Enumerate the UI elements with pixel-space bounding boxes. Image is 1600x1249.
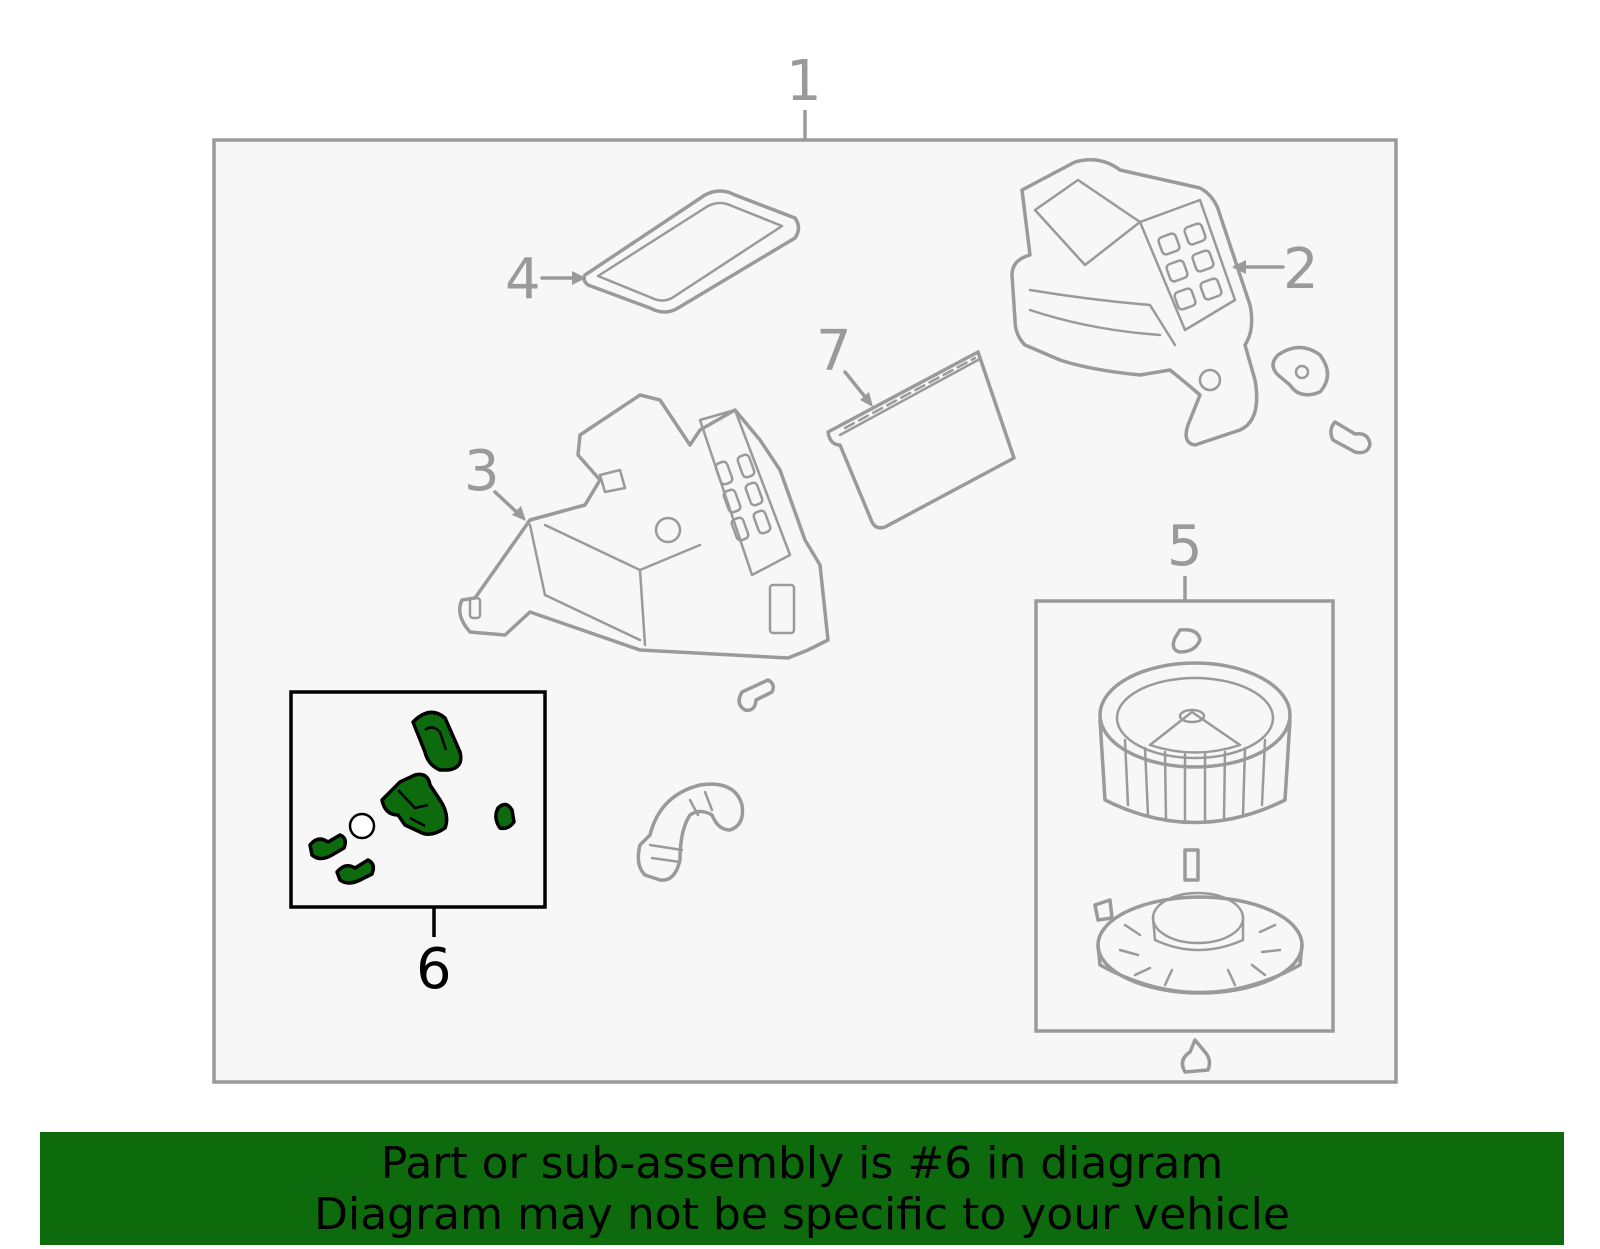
screw-upper-right: [1329, 420, 1372, 455]
assembly-frame: [212, 138, 1398, 1084]
callout-1: 1: [786, 49, 822, 114]
callout-4: 4: [505, 247, 541, 312]
part-7-filter: [826, 350, 1016, 530]
part-3-blower-case: [458, 393, 830, 660]
banner-line-1: Part or sub-assembly is #6 in diagram: [380, 1138, 1224, 1189]
callout-3: 3: [464, 439, 500, 504]
part-4-gasket: [582, 189, 801, 314]
callout-2-arrow: [1232, 260, 1246, 274]
callout-2: 2: [1283, 237, 1319, 302]
banner-line-2: Diagram may not be specific to your vehi…: [314, 1189, 1290, 1240]
callout-7-arrow: [860, 392, 873, 407]
callout-6: 6: [416, 937, 452, 1002]
part-5-blower-wheel: [1098, 627, 1292, 825]
callout-3-arrow: [512, 506, 526, 521]
part-5-blower-motor: [1093, 848, 1304, 995]
screw-lower-middle: [737, 678, 776, 713]
drain-hose: [636, 782, 745, 882]
part-5-clip: [1180, 1038, 1212, 1074]
part-2-upper-case: [1010, 158, 1259, 447]
info-banner: Part or sub-assembly is #6 in diagram Di…: [40, 1132, 1564, 1245]
callout-7: 7: [816, 319, 852, 384]
callout-5: 5: [1167, 514, 1203, 579]
part-6-components: [308, 710, 516, 885]
part-2-bracket: [1271, 345, 1330, 397]
part-6-frame: [289, 690, 547, 909]
callout-4-arrow: [572, 271, 586, 285]
